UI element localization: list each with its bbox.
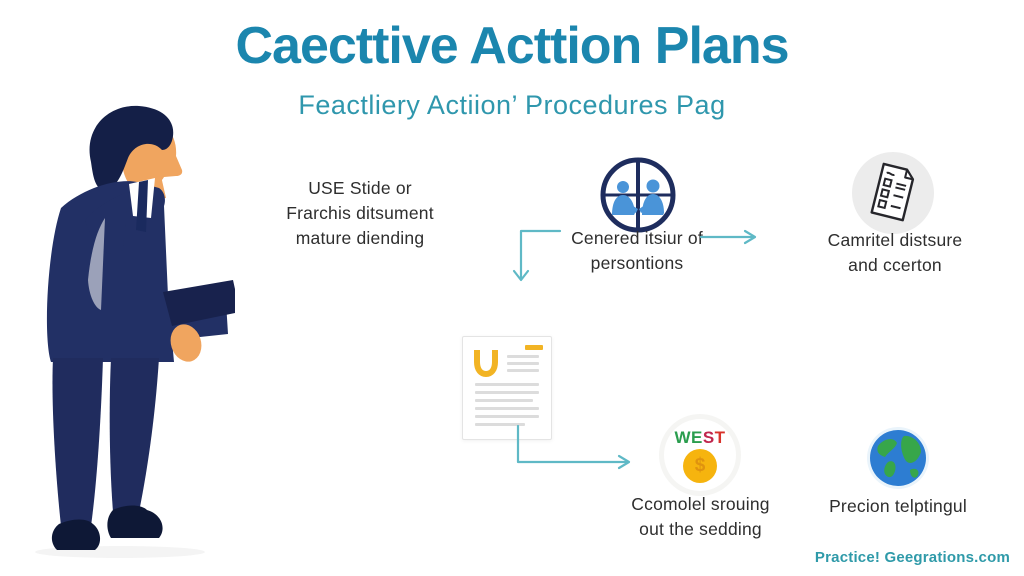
globe-icon [867, 427, 929, 489]
step-meeting-line: Cenered itsiur of [571, 228, 703, 248]
west-letter: S [702, 428, 715, 447]
page-subtitle: Feactliery Actiion’ Procedures Pag [298, 90, 726, 120]
report-document-card [462, 336, 552, 440]
step-meeting-line: persontions [590, 253, 684, 273]
west-coin-badge: WEST $ [664, 419, 736, 491]
businessman-illustration [35, 105, 235, 558]
arrow-right-to-payout [516, 424, 628, 464]
gold-u-logo-icon [474, 350, 498, 378]
left-note-line: mature diending [295, 228, 425, 248]
left-note: USE Stide or Frarchis ditsument mature d… [262, 176, 458, 251]
step-checklist-label: Camritel distsure and ccerton [810, 228, 980, 278]
gold-coin-icon: $ [683, 449, 717, 483]
step-meeting-label: Cenered itsiur of persontions [532, 226, 742, 276]
step-globe-label: Precion telptingul [812, 494, 984, 519]
checklist-document-icon [852, 152, 934, 234]
arrow-down-to-document [519, 229, 562, 280]
doc-accent-bar [525, 345, 543, 350]
left-note-line: Frarchis ditsument [286, 203, 434, 223]
people-circle-icon [600, 157, 676, 233]
step-payout-line: out the sedding [639, 519, 762, 539]
west-letter: E [690, 428, 703, 447]
page-title: Caecttive Acttion Plans [235, 17, 789, 75]
west-letter: T [714, 428, 726, 447]
west-letter: W [674, 428, 691, 447]
coin-currency-symbol: $ [694, 455, 706, 476]
step-payout-label: Ccomolel srouing out the sedding [618, 492, 783, 542]
step-checklist-line: Camritel distsure [827, 230, 963, 250]
step-checklist-line: and ccerton [848, 255, 942, 275]
step-globe-line: Precion telptingul [829, 496, 967, 516]
credit-text: Practice! Geegrations.com [814, 549, 1010, 566]
west-wordmark: WEST [674, 428, 725, 448]
step-payout-line: Ccomolel srouing [631, 494, 770, 514]
left-note-line: USE Stide or [308, 178, 412, 198]
